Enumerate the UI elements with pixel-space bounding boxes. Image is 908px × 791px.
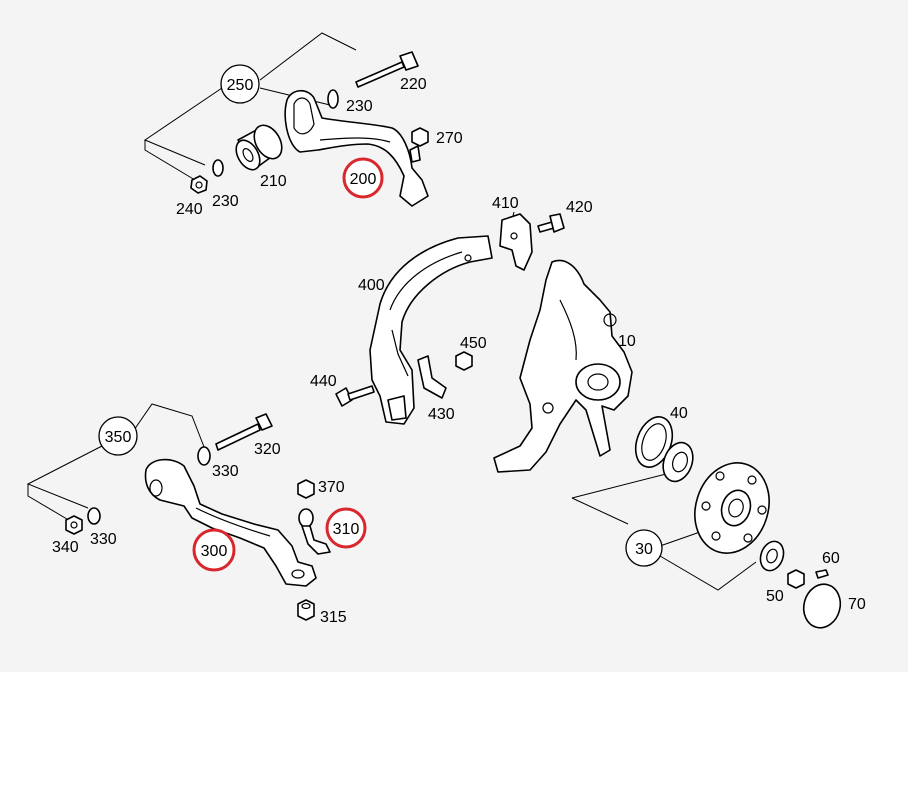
nut-240 — [190, 175, 208, 194]
bushing-315 — [297, 599, 315, 621]
upper-control-arm-200 — [284, 89, 429, 207]
label-420[interactable]: 420 — [566, 199, 593, 216]
label-410[interactable]: 410 — [492, 195, 519, 212]
label-330-lower[interactable]: 330 — [90, 531, 117, 548]
wheel-hub-30 — [694, 462, 770, 554]
label-430[interactable]: 430 — [428, 406, 455, 423]
callout-30[interactable]: 30 — [625, 529, 663, 567]
bolt-60 — [815, 569, 829, 579]
label-310: 310 — [333, 521, 360, 538]
lower-control-arm-300 — [144, 458, 317, 587]
ball-joint-310 — [298, 508, 331, 555]
cap-70 — [802, 583, 842, 629]
callout-250[interactable]: 250 — [220, 64, 260, 104]
label-330-top[interactable]: 330 — [212, 463, 239, 480]
nut-370 — [297, 479, 315, 499]
bracket-410 — [499, 213, 533, 271]
bolt-320 — [215, 413, 273, 451]
bolt-420 — [537, 213, 565, 233]
label-200: 200 — [350, 171, 377, 188]
label-70[interactable]: 70 — [848, 596, 866, 613]
washer-330-top — [197, 446, 211, 466]
label-320[interactable]: 320 — [254, 441, 281, 458]
leader-lines-350 — [26, 403, 207, 523]
label-450[interactable]: 450 — [460, 335, 487, 352]
callout-350[interactable]: 350 — [98, 416, 138, 456]
label-300: 300 — [201, 543, 228, 560]
label-340[interactable]: 340 — [52, 539, 79, 556]
label-440[interactable]: 440 — [310, 373, 337, 390]
nut-340 — [65, 515, 83, 535]
label-30: 30 — [635, 541, 653, 558]
highlight-200[interactable]: 200 — [342, 157, 384, 199]
bushing-210 — [235, 124, 283, 171]
label-230-lower[interactable]: 230 — [212, 193, 239, 210]
washer-230-top — [327, 89, 339, 109]
bearing-50 — [759, 540, 785, 572]
washer-330-lower — [87, 507, 101, 525]
label-370[interactable]: 370 — [318, 479, 345, 496]
highlight-310[interactable]: 310 — [325, 507, 367, 549]
label-350: 350 — [105, 429, 132, 446]
label-315[interactable]: 315 — [320, 609, 347, 626]
bracket-400 — [369, 235, 493, 425]
steering-knuckle-10 — [493, 259, 633, 473]
label-250: 250 — [227, 77, 254, 94]
nut-270 — [411, 127, 429, 147]
diagram-background — [0, 0, 908, 672]
highlight-300[interactable]: 300 — [192, 528, 236, 572]
label-50[interactable]: 50 — [766, 588, 784, 605]
label-210[interactable]: 210 — [260, 173, 287, 190]
label-230-top[interactable]: 230 — [346, 98, 373, 115]
nut-450 — [455, 351, 473, 371]
bracket-430 — [417, 355, 447, 399]
washer-230-lower — [212, 159, 224, 177]
bearing-30 — [662, 441, 694, 483]
bolt-440 — [335, 385, 375, 407]
label-10[interactable]: 10 — [618, 333, 636, 350]
leader-lines-30 — [571, 473, 757, 591]
bolt-220 — [355, 51, 419, 88]
label-60[interactable]: 60 — [822, 550, 840, 567]
label-220[interactable]: 220 — [400, 76, 427, 93]
label-400[interactable]: 400 — [358, 277, 385, 294]
label-240[interactable]: 240 — [176, 201, 203, 218]
nut-50 — [787, 569, 805, 589]
label-270[interactable]: 270 — [436, 130, 463, 147]
label-40[interactable]: 40 — [670, 405, 688, 422]
